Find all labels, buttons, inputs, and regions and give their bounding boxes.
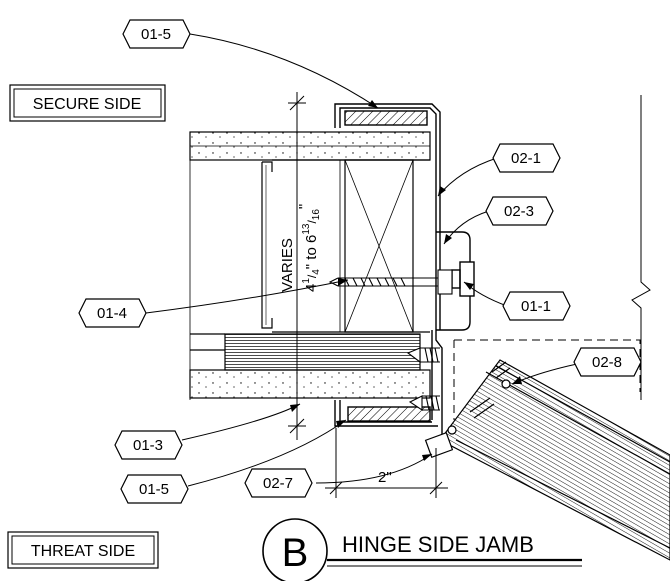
callout-tag-02-8: 02-8 xyxy=(573,347,642,377)
callout-tag-01-5-bottom: 01-5 xyxy=(120,474,189,504)
svg-text:01-5: 01-5 xyxy=(141,26,171,43)
detail-letter-circle xyxy=(262,518,328,581)
detail-title-text: HINGE SIDE JAMB xyxy=(342,532,534,557)
svg-text:02-1: 02-1 xyxy=(511,150,541,167)
callout-tag-01-5-top: 01-5 xyxy=(122,19,191,49)
callout-tag-01-4: 01-4 xyxy=(78,298,147,328)
dimension-varies: VARIES xyxy=(279,238,296,292)
dimension-two-inch: 2" xyxy=(378,469,392,486)
trim-bottom xyxy=(347,406,431,422)
svg-text:02-8: 02-8 xyxy=(592,354,622,371)
callout-tag-01-1: 01-1 xyxy=(502,291,571,321)
svg-text:41/4" to 613/16": 41/4" to 613/16" xyxy=(296,204,322,292)
dimension-range: 41/4" to 613/16" xyxy=(296,204,322,292)
plywood-layer xyxy=(224,333,421,371)
break-line xyxy=(631,95,651,400)
secure-side-label: SECURE SIDE xyxy=(9,84,166,122)
svg-text:01-5: 01-5 xyxy=(139,481,169,498)
svg-text:01-3: 01-3 xyxy=(133,437,163,454)
svg-text:02-7: 02-7 xyxy=(263,475,293,492)
fasteners xyxy=(328,269,453,412)
wall-assembly xyxy=(189,131,431,400)
callout-tag-01-3: 01-3 xyxy=(114,430,183,460)
gypsum-board-bottom xyxy=(189,369,431,399)
callout-tag-02-7: 02-7 xyxy=(244,468,313,498)
svg-text:SECURE SIDE: SECURE SIDE xyxy=(33,96,141,113)
svg-text:01-4: 01-4 xyxy=(97,305,127,322)
jamb-screw-lower xyxy=(408,395,440,412)
adjacent-wall xyxy=(453,95,651,420)
metal-stud xyxy=(261,161,273,329)
jamb-screw-upper xyxy=(406,347,440,364)
callout-tag-02-1: 02-1 xyxy=(492,143,561,173)
threat-side-label: THREAT SIDE xyxy=(7,531,159,569)
callout-tag-02-3: 02-3 xyxy=(485,196,554,226)
trim-top xyxy=(344,110,428,126)
detail-title: B HINGE SIDE JAMB xyxy=(262,518,582,581)
dimension-lines xyxy=(288,92,448,498)
hinge-knuckle xyxy=(424,432,454,458)
svg-text:02-3: 02-3 xyxy=(504,203,534,220)
leader-arrows xyxy=(290,100,522,461)
svg-text:THREAT SIDE: THREAT SIDE xyxy=(31,543,135,560)
svg-text:01-1: 01-1 xyxy=(521,298,551,315)
door-leaf xyxy=(424,359,670,561)
anchor-screw xyxy=(328,269,453,295)
detail-letter: B xyxy=(282,531,309,575)
